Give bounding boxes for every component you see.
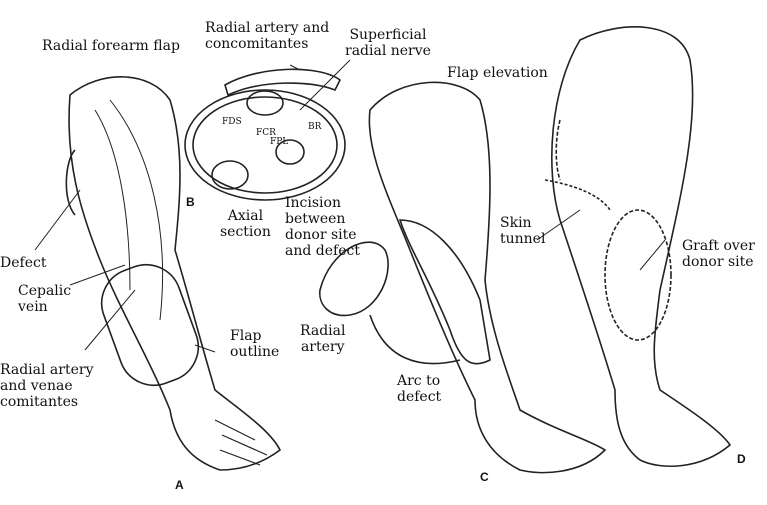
- panel-label-d: D: [737, 452, 746, 466]
- line: outline: [230, 344, 280, 360]
- label-flap-elevation: Flap elevation: [447, 65, 548, 81]
- line: Graft over: [682, 238, 755, 254]
- line: Skin: [500, 215, 532, 231]
- line: Radial: [300, 323, 346, 339]
- line: donor site: [682, 254, 754, 270]
- panel-label-c: C: [480, 470, 489, 484]
- line: and venae: [0, 378, 73, 394]
- line: Arc to: [397, 373, 441, 389]
- line: Superficial: [349, 27, 427, 43]
- line: Incision: [285, 195, 341, 211]
- axial-section-drawing: [184, 68, 346, 201]
- label-radial-forearm-flap: Radial forearm flap: [42, 38, 180, 54]
- arm-a-drawing: [65, 76, 282, 471]
- line: artery: [300, 339, 345, 355]
- section-label-br: BR: [308, 122, 322, 132]
- arm-c-drawing: [319, 81, 607, 474]
- line: vein: [18, 299, 48, 315]
- line: tunnel: [500, 231, 546, 247]
- leader-lines: [34, 59, 666, 353]
- section-label-fcr: FCR: [256, 128, 276, 138]
- line: section: [220, 224, 271, 240]
- line: Flap: [230, 328, 262, 344]
- line: radial nerve: [345, 43, 431, 59]
- section-label-fds: FDS: [222, 117, 242, 127]
- line: Axial: [227, 208, 264, 224]
- line: donor site: [285, 227, 357, 243]
- section-label-fpl: FPL: [270, 137, 289, 147]
- panel-label-b: B: [186, 195, 195, 209]
- label-defect: Defect: [0, 255, 47, 271]
- arm-d-drawing: [544, 26, 732, 468]
- line: and defect: [285, 243, 360, 259]
- panel-label-a: A: [175, 478, 184, 492]
- line: Radial artery: [0, 362, 94, 378]
- line: concomitantes: [205, 36, 309, 52]
- line: Radial artery and: [205, 20, 330, 36]
- line: Cepalic: [18, 283, 72, 299]
- line: defect: [397, 389, 442, 405]
- line: comitantes: [0, 394, 79, 410]
- line: between: [285, 211, 346, 227]
